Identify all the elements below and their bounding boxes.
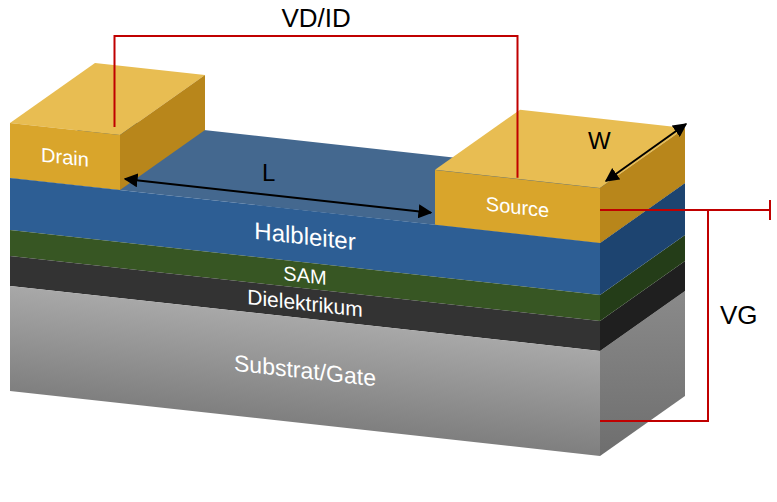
- terminal-tick: [769, 200, 771, 220]
- signal-label: VD/ID: [280, 4, 353, 33]
- drain-side: [120, 75, 205, 190]
- width-arrow: [606, 124, 686, 181]
- layer-label: Substrat/Gate: [234, 350, 376, 391]
- signal-label: VG: [718, 301, 760, 330]
- layer-label: SAM: [283, 262, 326, 289]
- layer-label: Source: [486, 192, 549, 221]
- terminal-wire: [708, 209, 770, 211]
- dimension-label: W: [588, 128, 611, 154]
- source-side: [600, 128, 685, 243]
- dimension-label: L: [262, 160, 275, 186]
- layer-label: Drain: [41, 143, 89, 170]
- wire: [600, 210, 708, 421]
- wire: [115, 36, 518, 178]
- layer-label: Halbleiter: [254, 218, 355, 256]
